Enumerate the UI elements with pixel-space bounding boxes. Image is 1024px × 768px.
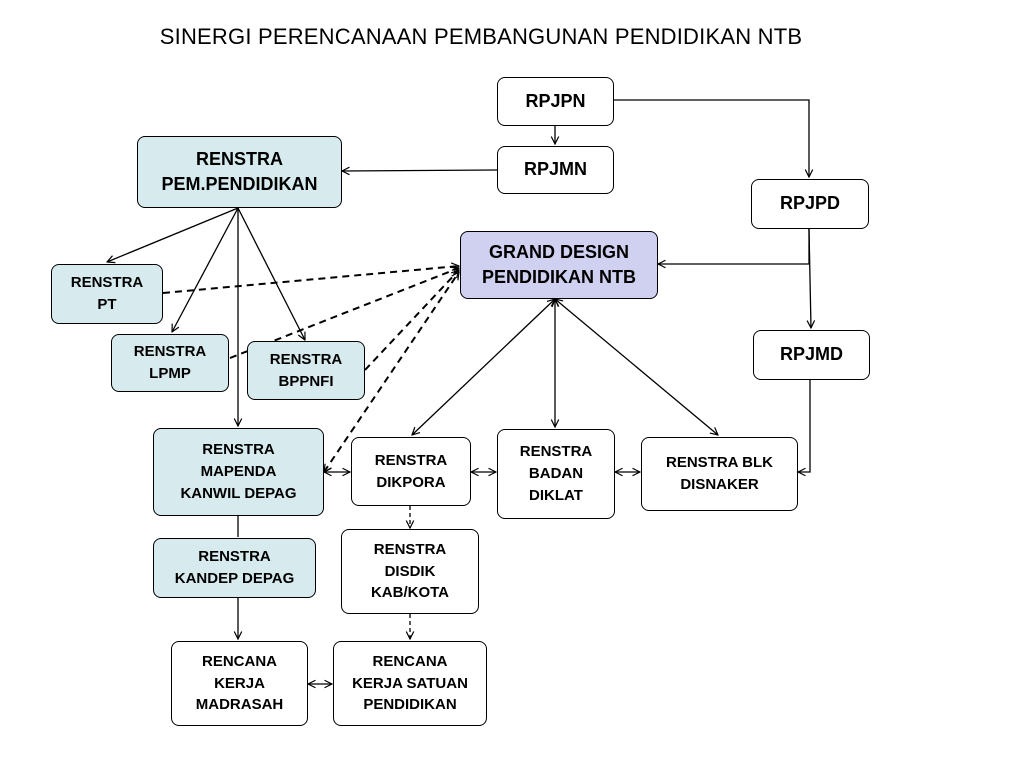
link-rpjpn-rpjpd xyxy=(614,99,809,177)
link-rpjmn-renstra-pem xyxy=(342,170,498,171)
node-renstra-lpmp: RENSTRA LPMP xyxy=(111,334,229,392)
node-renstra-bppnfi: RENSTRA BPPNFI xyxy=(247,341,365,400)
node-renstra-kandep: RENSTRA KANDEP DEPAG xyxy=(153,538,316,598)
node-renstra-blk-disnaker: RENSTRA BLK DISNAKER xyxy=(641,437,798,511)
node-rpjpn: RPJPN xyxy=(497,77,614,126)
dashed-mapenda-grand xyxy=(323,272,460,472)
node-renstra-mapenda: RENSTRA MAPENDA KANWIL DEPAG xyxy=(153,428,324,516)
dashed-pt-grand xyxy=(162,266,459,294)
link-grand-blk xyxy=(555,299,718,435)
node-rencana-kerja-satuan: RENCANA KERJA SATUAN PENDIDIKAN xyxy=(333,641,487,726)
link-rpjpd-grand-design xyxy=(658,229,810,264)
link-grand-dikpora xyxy=(412,299,555,435)
link-pem-pt xyxy=(107,207,239,262)
link-rpjmd-blk xyxy=(798,380,811,472)
node-rpjpd: RPJPD xyxy=(751,179,869,229)
node-renstra-badan-diklat: RENSTRA BADAN DIKLAT xyxy=(497,429,615,519)
node-rpjmd: RPJMD xyxy=(753,330,870,380)
link-pem-bppnfi xyxy=(237,207,305,340)
node-renstra-disdik: RENSTRA DISDIK KAB/KOTA xyxy=(341,529,479,614)
page-title: SINERGI PERENCANAAN PEMBANGUNAN PENDIDIK… xyxy=(159,24,803,49)
node-rpjmn: RPJMN xyxy=(497,146,614,194)
node-renstra-dikpora: RENSTRA DIKPORA xyxy=(351,437,471,506)
link-pem-lpmp xyxy=(172,207,239,332)
node-renstra-pem-pendidikan: RENSTRA PEM.PENDIDIKAN xyxy=(137,136,342,208)
dashed-bppnfi-grand xyxy=(364,270,459,371)
node-rencana-kerja-madrasah: RENCANA KERJA MADRASAH xyxy=(171,641,308,726)
node-grand-design: GRAND DESIGN PENDIDIKAN NTB xyxy=(460,231,658,299)
node-renstra-pt: RENSTRA PT xyxy=(51,264,163,324)
